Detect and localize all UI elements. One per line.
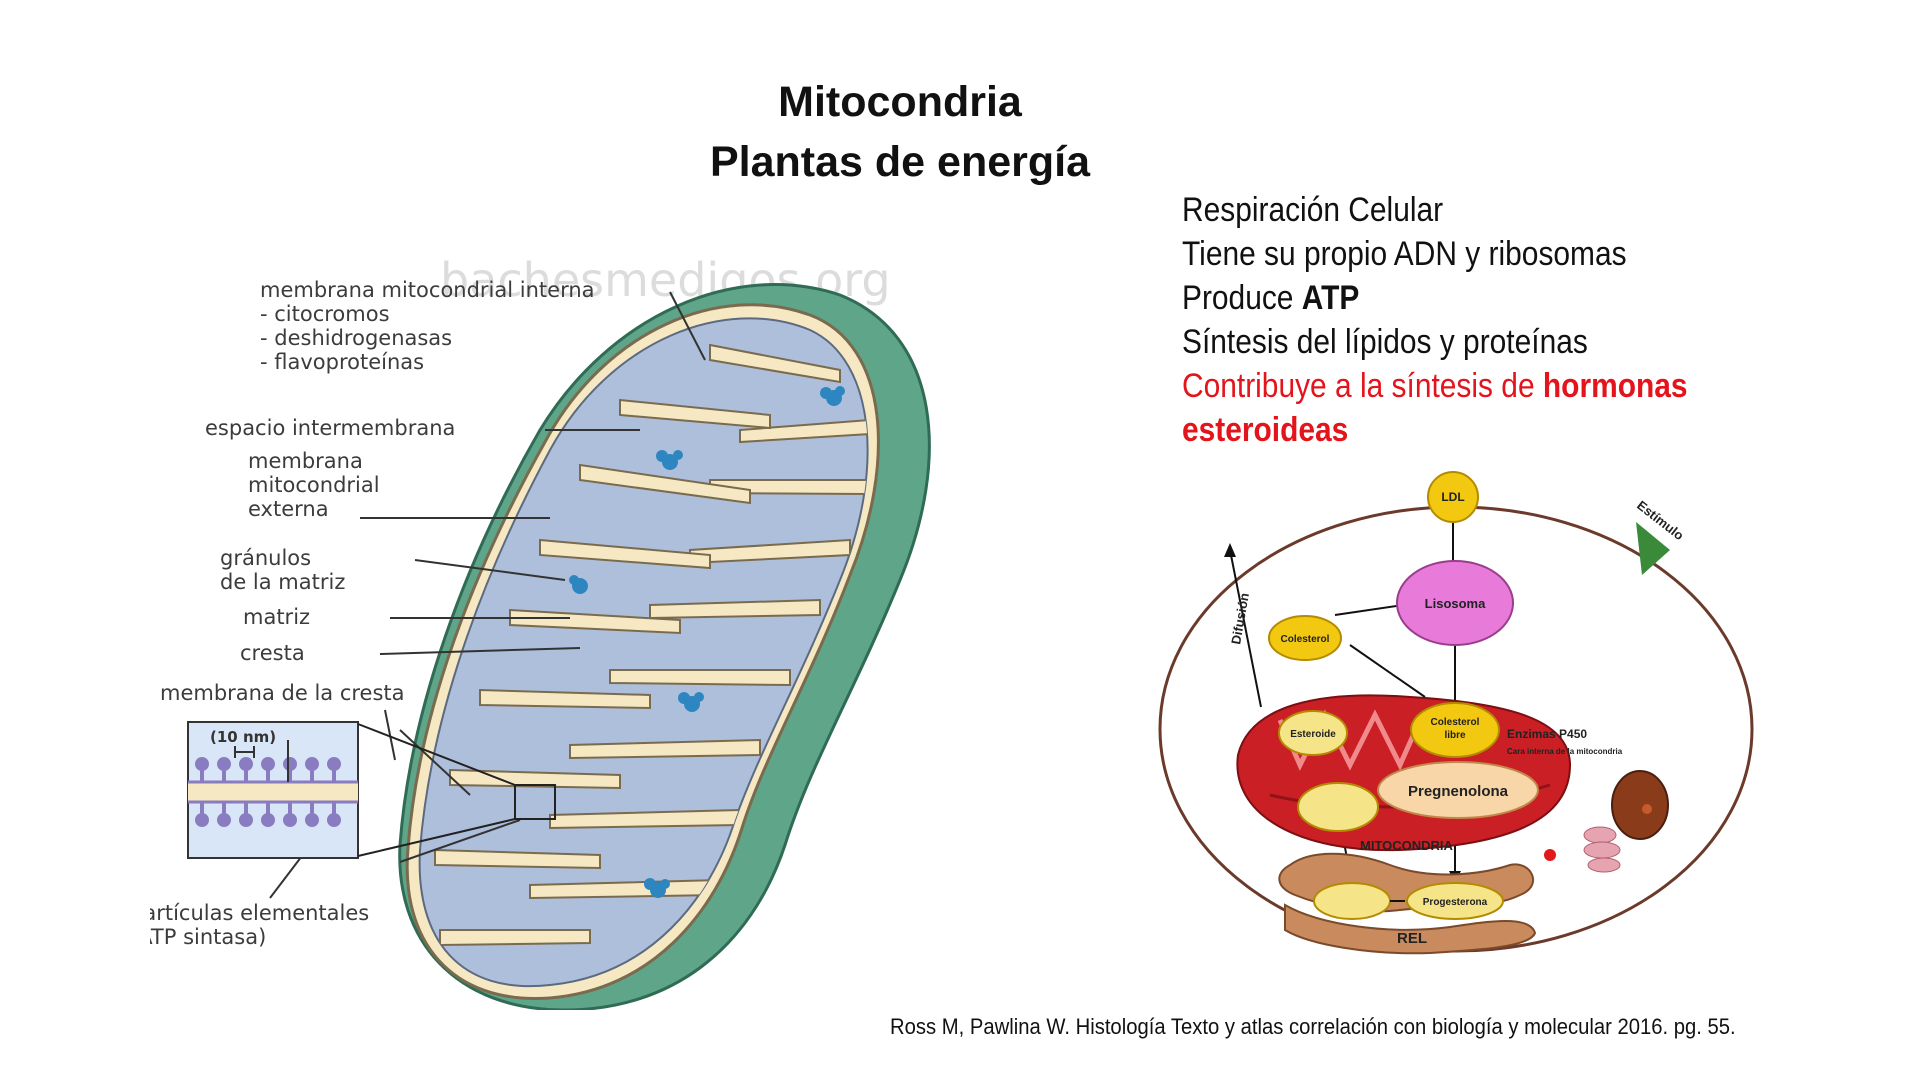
cholesterol-label: Colesterol	[1281, 634, 1330, 645]
enzymes-sub-label: Cara interna de la mitocondria	[1507, 747, 1623, 756]
scale-label: (10 nm)	[210, 728, 276, 746]
feature-synthesis: Síntesis del lípidos y proteínas	[1182, 323, 1588, 361]
cristae-group	[434, 343, 868, 947]
citation: Ross M, Pawlina W. Histología Texto y at…	[890, 1014, 1736, 1039]
label-granules-1: gránulos	[220, 546, 311, 570]
progesterone-label: Progesterona	[1423, 897, 1488, 908]
zoom-line-bottom	[357, 818, 516, 857]
pregnenolone-node: Pregnenolona	[1377, 761, 1539, 819]
label-granules-2: de la matriz	[220, 570, 345, 594]
label-outer-1: membrana	[248, 449, 363, 473]
label-flavoproteins: - flavoproteínas	[260, 350, 424, 374]
feature-atp-prefix: Produce	[1182, 279, 1302, 317]
title-line-2: Plantas de energía	[710, 138, 1090, 186]
label-particles-2: (ATP sintasa)	[150, 925, 266, 949]
label-crest-membrane: membrana de la cresta	[160, 681, 405, 705]
mitochondria-label: MITOCONDRIA	[1360, 838, 1454, 853]
diffusion-arrowhead	[1224, 543, 1236, 557]
label-matrix: matriz	[243, 605, 310, 629]
label-particles-1: partículas elementales	[150, 901, 369, 925]
lysosome-node: Lisosoma	[1396, 560, 1514, 646]
feature-hormones-prefix: Contribuye a la síntesis de	[1182, 367, 1543, 405]
feature-atp-bold: ATP	[1301, 279, 1360, 317]
label-intermembrane: espacio intermembrana	[205, 416, 455, 440]
mito-labels: membrana mitocondrial interna - citocrom…	[150, 278, 595, 949]
feature-list: Respiración Celular Tiene su propio ADN …	[1182, 188, 1831, 452]
lysosome-label: Lisosoma	[1425, 596, 1486, 611]
pregnenolone-label: Pregnenolona	[1408, 783, 1509, 800]
feature-respiration: Respiración Celular	[1182, 191, 1444, 229]
free-cholesterol-label-2: libre	[1444, 730, 1466, 741]
free-cholesterol-node: Colesterol libre	[1410, 702, 1500, 758]
slide-title: Mitocondria Plantas de energía	[600, 72, 1200, 192]
label-outer-2: mitocondrial	[248, 473, 380, 497]
cholesterol-node: Colesterol	[1268, 615, 1342, 661]
crest-zoom-marker	[514, 784, 556, 820]
zoom-line-top	[357, 723, 516, 786]
feature-hormones: Contribuye a la síntesis de hormonas est…	[1182, 364, 1831, 452]
vesicle	[1544, 849, 1556, 861]
ldl-label: LDL	[1441, 490, 1464, 504]
nucleolus	[1642, 804, 1652, 814]
feature-atp: Produce ATP	[1182, 276, 1831, 320]
ldl-node: LDL	[1427, 471, 1479, 523]
matrix-granules	[569, 386, 845, 898]
label-crest: cresta	[240, 641, 305, 665]
feature-hormones-bold: hormonas esteroideas	[1182, 367, 1688, 449]
title-line-1: Mitocondria	[778, 78, 1022, 126]
nucleus	[1611, 770, 1669, 840]
diffusion-label: Difusión	[1228, 592, 1252, 646]
progesterone-node: Progesterona	[1406, 882, 1504, 920]
golgi-apparatus	[1583, 826, 1621, 873]
enzymes-label: Enzimas P450	[1507, 727, 1587, 741]
crest-membrane-inset: (10 nm)	[187, 721, 359, 859]
steroid-node: Esteroide	[1278, 710, 1348, 756]
label-dehydrogenases: - deshidrogenasas	[260, 326, 452, 350]
rel-intermediate-node	[1313, 882, 1391, 920]
steroid-synthesis-diagram: Estímulo Difusión MITOCONDRIA REL	[1158, 471, 1754, 955]
label-cytochromes: - citocromos	[260, 302, 390, 326]
free-cholesterol-label-1: Colesterol	[1431, 717, 1480, 728]
stimulus-receptor	[1636, 522, 1670, 575]
rel-label: REL	[1397, 930, 1427, 947]
steroid-label: Esteroide	[1290, 729, 1336, 740]
intermediate-node	[1297, 782, 1379, 832]
label-outer-3: externa	[248, 497, 329, 521]
label-inner-membrane: membrana mitocondrial interna	[260, 278, 595, 302]
mitochondrion-diagram: bachesmedigos.org membrana mitocondrial …	[150, 253, 931, 1010]
feature-dna: Tiene su propio ADN y ribosomas	[1182, 235, 1627, 273]
